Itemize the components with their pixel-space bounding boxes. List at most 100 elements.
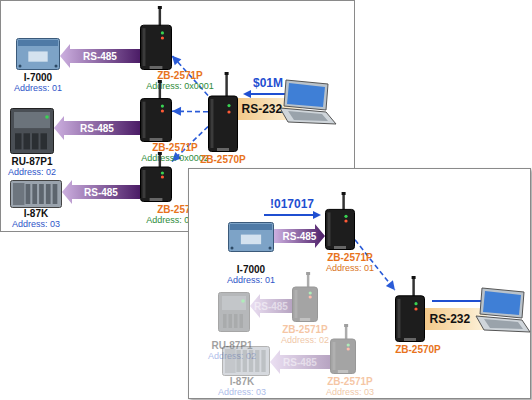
module-strip: [230, 224, 272, 230]
chassis-slot: [240, 314, 244, 328]
zigbee-connector: [404, 338, 416, 341]
device-node: ZB-2571PAddress: 0x0001: [140, 6, 172, 70]
command-arrowhead: [243, 90, 251, 98]
zigbee-edge: [143, 102, 146, 138]
chassis-body: [11, 109, 54, 154]
zigbee-connector: [334, 246, 346, 249]
chassis-slot: [32, 133, 39, 149]
rack-cpu: [225, 349, 236, 373]
arrowhead: [172, 56, 181, 66]
laptop-base: [476, 316, 530, 332]
rs485-band: [274, 224, 325, 248]
device-address: Address: 0x0001: [140, 81, 220, 92]
zigbee-connector: [150, 138, 163, 141]
zigbee-body: [209, 96, 238, 152]
rs485-link: [60, 44, 140, 68]
rs485-band: [62, 180, 140, 204]
laptop-keyboard: [484, 319, 523, 329]
zigbee-connector: [217, 148, 229, 151]
zigbee-edge: [143, 28, 146, 66]
antenna-cap: [158, 6, 162, 9]
zigbee-edge: [295, 290, 298, 318]
device-symbol: [208, 72, 238, 152]
chassis-panel: [14, 112, 50, 128]
chassis-slot: [229, 314, 233, 328]
device-name: ZB-2571P: [270, 324, 340, 335]
antenna: [225, 73, 228, 98]
node-caption: RU-87P1Address: 02: [2, 156, 62, 178]
chassis-slot: [15, 133, 22, 149]
device-symbol: [395, 276, 425, 342]
laptop-lid: [284, 80, 328, 110]
link-label: RS-485: [84, 187, 118, 198]
antenna: [159, 7, 162, 26]
antenna: [345, 325, 348, 340]
chassis-body: [219, 293, 250, 332]
antenna-cap: [158, 80, 162, 83]
zigbee-edge: [333, 342, 336, 370]
link-label: RS-485: [283, 231, 317, 242]
laptop-lid: [480, 288, 524, 318]
rack-slot: [39, 184, 44, 204]
rs485-band: [250, 294, 292, 318]
module-strip: [18, 40, 58, 46]
rs485-link: [250, 294, 292, 318]
module-label-area: [241, 235, 261, 245]
rack-slot: [46, 184, 51, 204]
antenna-cap: [412, 276, 416, 279]
rs485-band: [54, 116, 140, 140]
device-node: ZB-2571PAddress: 01: [325, 192, 355, 250]
module-screw: [269, 247, 272, 250]
zigbee-connector: [338, 370, 348, 373]
device-node: I-7000Address: 01: [16, 38, 60, 70]
device-name: ZB-2571P: [315, 376, 385, 387]
rack-slot: [249, 350, 253, 372]
zigbee-body: [396, 296, 425, 342]
status-led: [309, 295, 312, 298]
antenna-cap: [225, 72, 229, 75]
device-name: ZB-2570P: [383, 344, 453, 355]
rack-slot: [53, 184, 58, 204]
status-led: [161, 175, 164, 178]
rack-slot: [243, 350, 247, 372]
rack-body: [11, 181, 62, 208]
zigbee-edge: [143, 170, 146, 198]
rs485-link: [54, 116, 140, 140]
laptop-screen: [483, 291, 521, 315]
status-led: [161, 31, 164, 34]
antenna: [307, 273, 310, 288]
command-text: !017017: [270, 197, 314, 211]
device-node: I-87KAddress: 03: [10, 180, 62, 208]
arrowhead: [172, 107, 181, 116]
status-led: [161, 109, 164, 112]
module-body: [229, 223, 274, 252]
device-node: ZB-2571PAddress: 0x0002: [140, 80, 172, 142]
device-node: ZB-2571PAddress: 02: [292, 272, 318, 322]
device-node: ZB-2570P: [208, 72, 238, 152]
status-led: [161, 171, 164, 174]
status-led: [309, 291, 312, 294]
device-symbol: [218, 292, 250, 332]
status-led: [161, 104, 164, 107]
device-symbol: [140, 80, 172, 142]
chassis-slot: [41, 133, 48, 149]
device-symbol: [325, 192, 355, 250]
device-name: I-7000: [220, 264, 282, 275]
antenna: [159, 153, 162, 168]
device-name: ZB-2570P: [188, 154, 258, 165]
rack-slot: [236, 350, 240, 372]
device-node: I-87KAddress: 03: [222, 346, 270, 376]
rs485-band: [60, 44, 140, 68]
chassis-slot: [234, 314, 238, 328]
device-name: I-87K: [6, 208, 66, 219]
rs485-link: [274, 224, 325, 248]
interface-name: RS-232: [242, 102, 283, 116]
node-caption: I-7000Address: 01: [220, 264, 282, 286]
link-label: RS-485: [254, 301, 288, 312]
device-symbol: [140, 6, 172, 70]
antenna-cap: [342, 192, 346, 195]
chassis-panel: [222, 296, 246, 310]
